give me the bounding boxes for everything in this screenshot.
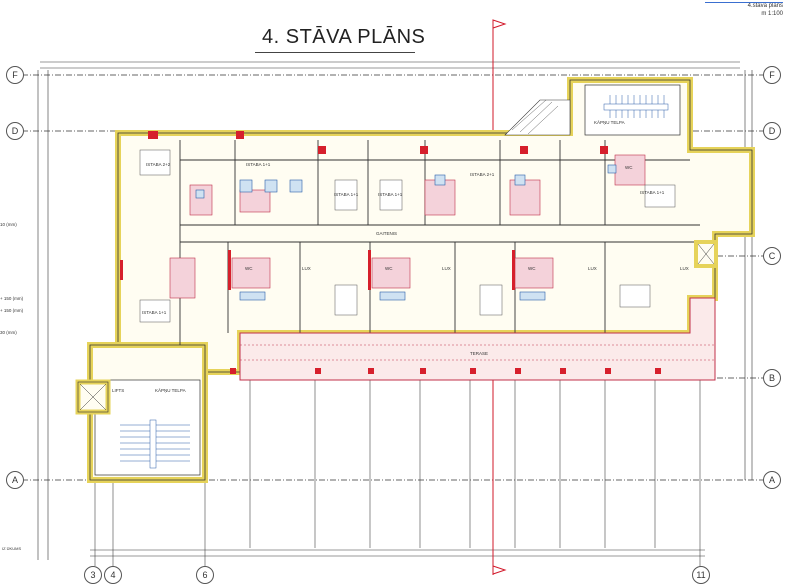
corridor-label: GAITENIS xyxy=(376,231,398,236)
room-label-2: ISTABA 1+1 xyxy=(246,162,271,167)
bath-5 xyxy=(614,154,646,186)
bath-1 xyxy=(189,184,213,216)
left-note-3: + 150 (mm) xyxy=(0,308,24,313)
wc-label-1: WC xyxy=(245,266,253,271)
plan-title: 4. STĀVA PLĀNS xyxy=(262,26,426,48)
terrace xyxy=(230,297,716,381)
terrace-label: TERASE xyxy=(470,351,489,356)
axis-row-a-right: A xyxy=(763,471,781,489)
dimension-lines xyxy=(37,61,753,560)
axis-row-f-right: F xyxy=(763,66,781,84)
room-label-5: ISTABA 2+1 xyxy=(470,172,495,177)
wc-label-3: WC xyxy=(528,266,536,271)
stamp-plan-name: 4.stāva plāns xyxy=(747,3,783,9)
axis-col-3: 3 xyxy=(84,566,102,584)
left-note-4: 30 (mm) xyxy=(0,330,17,335)
title-underline xyxy=(255,52,415,53)
bath-9 xyxy=(514,257,554,289)
stair-label-top: KĀPŅU TELPA xyxy=(594,120,625,125)
lux-label-2: LUX xyxy=(442,266,451,271)
stair-top-right xyxy=(504,84,681,136)
lux-label-4: LUX xyxy=(680,266,689,271)
stair-bottom-left xyxy=(75,379,201,476)
bath-4 xyxy=(509,179,541,216)
axis-col-6: 6 xyxy=(196,566,214,584)
legend-note: IZ ŪKUMS xyxy=(2,546,22,551)
axis-row-d-right: D xyxy=(763,122,781,140)
room-label-3: ISTABA 1+1 xyxy=(334,192,359,197)
left-note-1: 10 (mm) xyxy=(0,222,17,227)
scale-stamp: 4.stāva plāns m 1:100 xyxy=(705,2,783,18)
axis-row-a-left: A xyxy=(6,471,24,489)
room-label-4: ISTABA 1+1 xyxy=(378,192,403,197)
bath-8 xyxy=(371,257,411,289)
axis-col-11: 11 xyxy=(692,566,710,584)
lift-label: LIFTS xyxy=(112,388,125,393)
stamp-scale: m 1:100 xyxy=(761,11,783,17)
bath-6 xyxy=(169,257,196,299)
room-label-1: ISTABA 2+2 xyxy=(146,162,171,167)
axis-row-d-left: D xyxy=(6,122,24,140)
column-lines xyxy=(94,380,701,566)
axis-col-4: 4 xyxy=(104,566,122,584)
room-label-7: ISTABA 1+1 xyxy=(142,310,167,315)
wc-label-4: WC xyxy=(625,165,633,170)
lux-label-3: LUX xyxy=(588,266,597,271)
stair-label-bottom: KĀPŅU TELPA xyxy=(155,388,186,393)
bath-3 xyxy=(424,179,456,216)
wc-label-2: WC xyxy=(385,266,393,271)
lift-shaft xyxy=(694,240,718,268)
stamp-top-line xyxy=(705,2,783,3)
left-note-2: + 150 (mm) xyxy=(0,296,24,301)
bath-7 xyxy=(231,257,271,289)
axis-row-b-right: B xyxy=(763,369,781,387)
axis-row-f-left: F xyxy=(6,66,24,84)
bath-2 xyxy=(239,189,271,213)
lux-label-1: LUX xyxy=(302,266,311,271)
axis-row-c-right: C xyxy=(763,247,781,265)
main-building xyxy=(75,77,755,483)
room-label-6: ISTABA 1+1 xyxy=(640,190,665,195)
